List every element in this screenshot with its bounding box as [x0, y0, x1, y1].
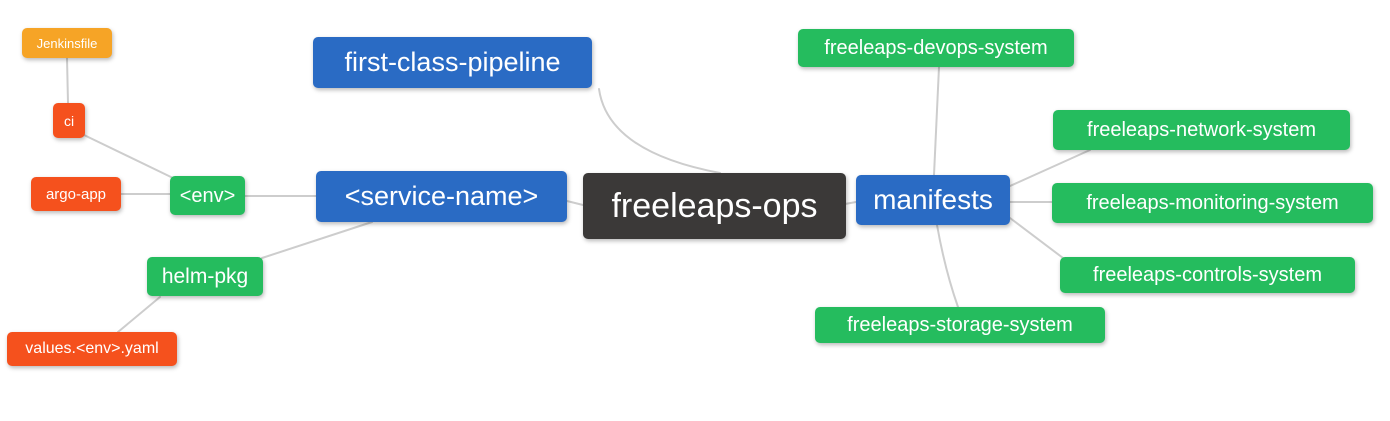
node-freeleaps-ops[interactable]: freeleaps-ops	[583, 173, 846, 239]
node-freeleaps-controls-system[interactable]: freeleaps-controls-system	[1060, 257, 1355, 293]
node-env[interactable]: <env>	[170, 176, 245, 215]
node-freeleaps-controls-system-label: freeleaps-controls-system	[1093, 264, 1322, 286]
edge-helm-pkg-to-service-name	[261, 221, 373, 259]
edge-service-name-to-freeleaps-ops	[566, 200, 584, 206]
edge-manifests-to-freeleaps-storage-system	[936, 224, 959, 308]
node-first-class-pipeline[interactable]: first-class-pipeline	[313, 37, 592, 88]
edge-manifests-to-freeleaps-network-system	[1009, 149, 1091, 187]
edge-values-env-yaml-to-helm-pkg	[117, 296, 161, 333]
node-env-label: <env>	[179, 184, 236, 207]
node-service-name-label: <service-name>	[344, 181, 539, 211]
edge-first-class-pipeline-to-freeleaps-ops	[598, 88, 721, 174]
node-freeleaps-monitoring-system-label: freeleaps-monitoring-system	[1086, 192, 1339, 214]
edge-freeleaps-ops-to-manifests	[844, 201, 857, 205]
node-ci-label: ci	[63, 112, 75, 129]
node-freeleaps-network-system[interactable]: freeleaps-network-system	[1053, 110, 1350, 150]
node-ci[interactable]: ci	[53, 103, 85, 138]
node-freeleaps-devops-system[interactable]: freeleaps-devops-system	[798, 29, 1074, 67]
node-manifests[interactable]: manifests	[856, 175, 1010, 225]
node-freeleaps-ops-label: freeleaps-ops	[611, 187, 818, 225]
edge-jenkinsfile-to-ci	[66, 57, 69, 104]
node-argo-app-label: argo-app	[45, 185, 107, 203]
node-values-env-yaml[interactable]: values.<env>.yaml	[7, 332, 177, 366]
node-helm-pkg[interactable]: helm-pkg	[147, 257, 263, 296]
edge-manifests-to-freeleaps-devops-system	[933, 66, 940, 176]
node-first-class-pipeline-label: first-class-pipeline	[344, 47, 561, 77]
edge-ci-to-env	[83, 134, 174, 179]
node-service-name[interactable]: <service-name>	[316, 171, 567, 222]
node-freeleaps-storage-system[interactable]: freeleaps-storage-system	[815, 307, 1105, 343]
edge-manifests-to-freeleaps-controls-system	[1009, 217, 1064, 259]
node-helm-pkg-label: helm-pkg	[161, 265, 249, 288]
node-freeleaps-monitoring-system[interactable]: freeleaps-monitoring-system	[1052, 183, 1373, 223]
node-freeleaps-network-system-label: freeleaps-network-system	[1087, 119, 1316, 141]
node-jenkinsfile[interactable]: Jenkinsfile	[22, 28, 112, 58]
node-manifests-label: manifests	[873, 184, 993, 215]
node-argo-app[interactable]: argo-app	[31, 177, 121, 211]
node-values-env-yaml-label: values.<env>.yaml	[25, 340, 159, 357]
node-jenkinsfile-label: Jenkinsfile	[36, 35, 98, 51]
node-freeleaps-devops-system-label: freeleaps-devops-system	[824, 37, 1048, 59]
node-freeleaps-storage-system-label: freeleaps-storage-system	[847, 314, 1073, 336]
